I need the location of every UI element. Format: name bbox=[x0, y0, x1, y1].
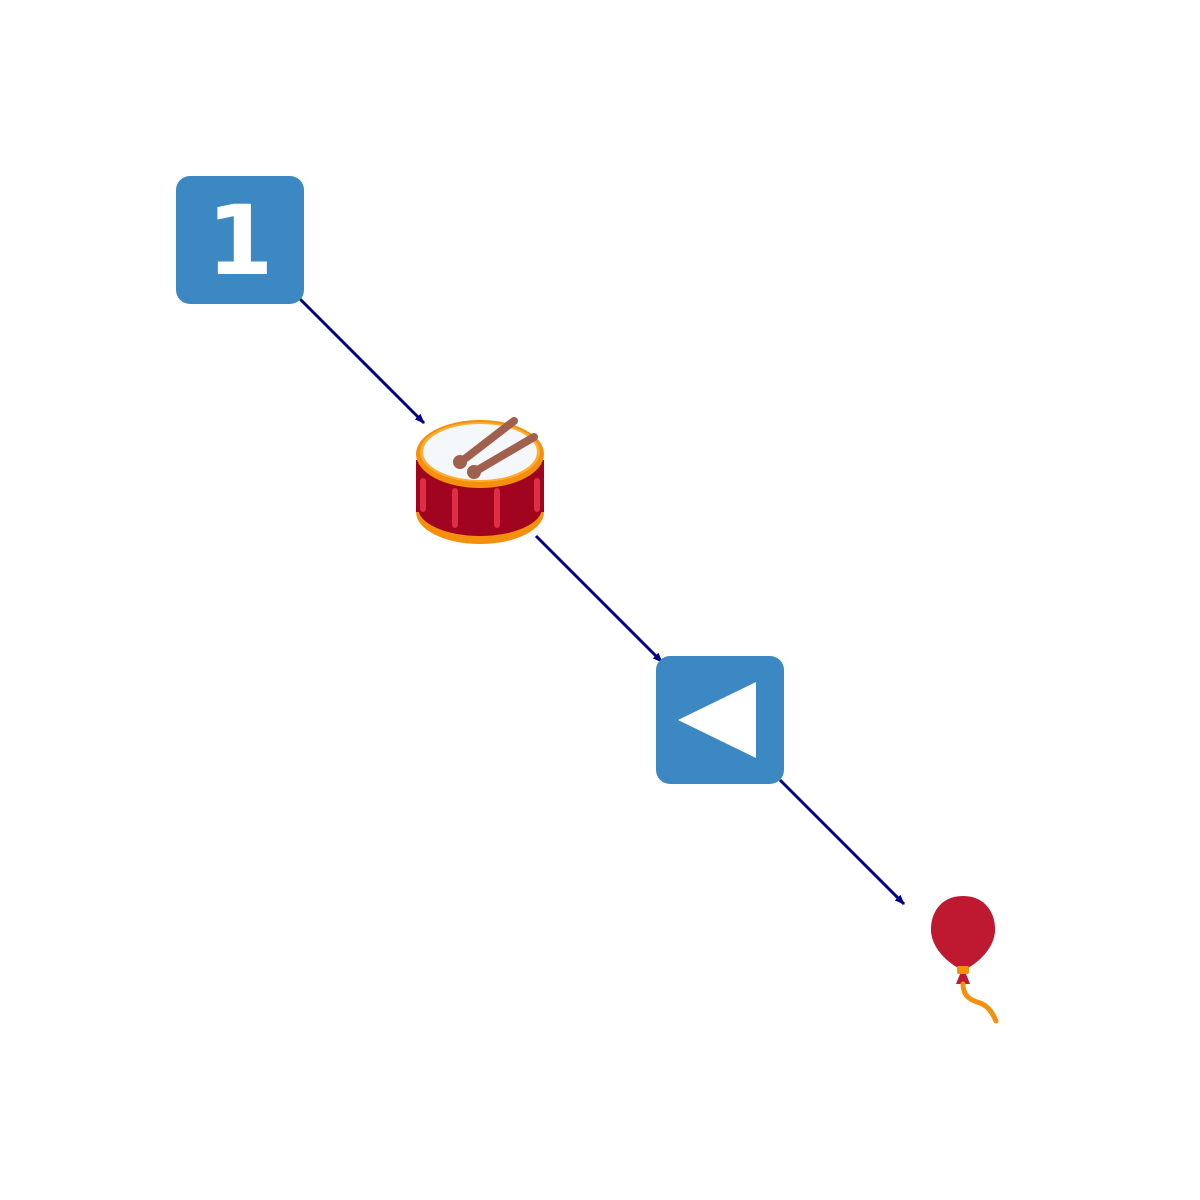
balloon-icon bbox=[930, 896, 999, 1024]
reverse-button-icon bbox=[656, 656, 784, 784]
keycap-label: 1 bbox=[207, 185, 274, 297]
edges bbox=[298, 297, 906, 906]
edge-reverse-to-balloon bbox=[778, 778, 906, 906]
edge-keycap-to-drum bbox=[298, 297, 426, 425]
edge-drum-to-reverse bbox=[534, 534, 664, 664]
keycap-digit-one-icon: 1 bbox=[176, 176, 304, 304]
drum-with-drumsticks-icon bbox=[416, 417, 544, 544]
